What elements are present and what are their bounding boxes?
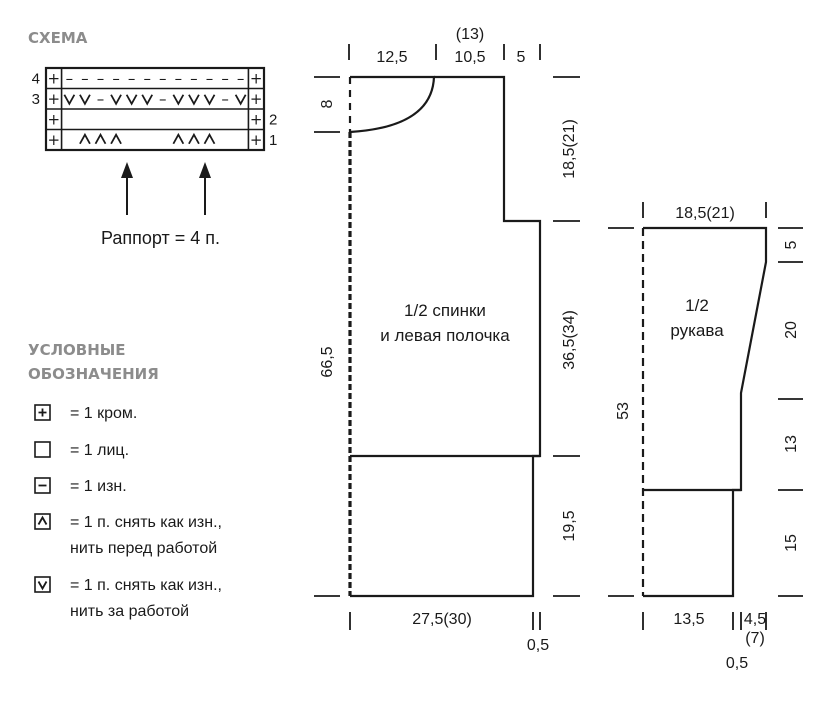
chart-cell-purl: – <box>128 69 136 87</box>
chart-cell-slip-back <box>172 94 185 106</box>
minus-box-icon <box>34 477 51 494</box>
legend-item-text: = 1 изн. <box>70 478 127 495</box>
chart-cell-purl: – <box>159 90 167 108</box>
chart-cell-slip-front <box>94 132 107 145</box>
chart-cell-purl: – <box>206 69 214 87</box>
dim-left-neck-depth: 8 <box>319 99 336 108</box>
chart-cell-slip-back <box>141 94 154 106</box>
dim-right-side: 36,5(34) <box>561 310 578 370</box>
dim-sleeve-bottom-right-paren: (7) <box>745 630 765 647</box>
chart-cell-edge: + <box>250 110 263 128</box>
chart-cell-purl: – <box>66 69 74 87</box>
sleeve-piece: 18,5(21) 53 5 20 13 15 13,5 4,5 (7) 0,5 … <box>608 202 803 672</box>
dim-right-rib: 19,5 <box>561 510 578 541</box>
chart-cell-slip-front <box>172 132 185 145</box>
chart-cell-purl: – <box>112 69 120 87</box>
dim-sleeve-bottom: 13,5 <box>673 611 704 628</box>
chart-cell-edge: + <box>250 131 263 149</box>
chart-row-number: 2 <box>269 111 277 128</box>
chart-cell-slip-back <box>110 94 122 106</box>
dim-top-armhole: 5 <box>517 49 526 66</box>
chart-cell-slip-front <box>110 132 122 145</box>
chart-cell-edge: + <box>47 131 60 149</box>
legend-item-text: = 1 лиц. <box>70 442 129 459</box>
chart-row-number: 1 <box>269 132 277 149</box>
dim-right-armhole: 18,5(21) <box>561 119 578 179</box>
dim-sleeve-right-straight: 13 <box>783 435 800 453</box>
chart-cell-purl: – <box>81 69 89 87</box>
chart-cell-purl: – <box>221 90 229 108</box>
chart-cell-purl: – <box>175 69 183 87</box>
chart-cell-purl: – <box>143 69 151 87</box>
chart-cell-slip-back <box>63 94 76 106</box>
chart-cell-edge: + <box>47 90 60 108</box>
body-label-line1: 1/2 спинки <box>404 301 486 320</box>
stitch-chart: +––––––––––––+4+–––+3++2++1 <box>32 66 277 152</box>
chart-cell-slip-back <box>234 94 247 106</box>
chart-heading: СХЕМА <box>28 29 88 47</box>
chart-cell-slip-back <box>125 94 138 106</box>
dim-sleeve-bottom-right: 4,5 <box>744 611 766 628</box>
arrow-head-icon <box>199 162 211 178</box>
caret-up-box-icon <box>34 513 51 530</box>
empty-box-icon <box>34 441 51 458</box>
chart-cell-slip-back <box>79 94 91 106</box>
legend-item-text: = 1 п. снять как изн., <box>70 514 222 531</box>
dim-left-total: 66,5 <box>319 346 336 377</box>
dim-bottom-small: 0,5 <box>527 637 549 654</box>
sleeve-label-line2: рукава <box>670 321 724 340</box>
sleeve-outline <box>643 226 768 598</box>
legend-title-line1: УСЛОВНЫЕ <box>28 341 126 359</box>
dim-sleeve-right-slope: 20 <box>783 321 800 339</box>
rapport-label: Раппорт = 4 п. <box>101 228 220 248</box>
chart-cell-slip-front <box>188 132 200 145</box>
check-box-icon <box>34 576 51 593</box>
chart-cell-edge: + <box>250 69 263 87</box>
dim-sleeve-bottom-small: 0,5 <box>726 655 748 672</box>
dim-sleeve-right-cuff: 15 <box>783 534 800 552</box>
dim-top-shoulder-paren: (13) <box>456 26 484 43</box>
neckline-curve <box>349 75 436 134</box>
sleeve-label-line1: 1/2 <box>685 296 709 315</box>
chart-cell-edge: + <box>47 110 60 128</box>
legend-item-text: = 1 п. снять как изн., <box>70 577 222 594</box>
chart-cell-purl: – <box>237 69 245 87</box>
rapport-arrows <box>121 162 211 215</box>
body-piece: 12,5 (13) 10,5 5 8 66,5 18,5(21) 36,5(34… <box>314 26 580 654</box>
legend-item-text-line2: нить перед работой <box>70 540 217 557</box>
arrow-head-icon <box>121 162 133 178</box>
dim-bottom-width: 27,5(30) <box>412 611 472 628</box>
chart-cell-slip-front <box>203 132 216 145</box>
body-label-line2: и левая полочка <box>380 326 510 345</box>
dim-sleeve-right-top: 5 <box>783 240 800 249</box>
dim-sleeve-left: 53 <box>615 402 632 420</box>
legend-item-text-line2: нить за работой <box>70 603 189 620</box>
chart-cell-purl: – <box>97 90 105 108</box>
chart-cell-purl: – <box>190 69 198 87</box>
body-outline <box>350 75 542 598</box>
plus-box-icon <box>34 404 51 421</box>
legend-title-line2: ОБОЗНАЧЕНИЯ <box>28 365 159 383</box>
legend-item-text: = 1 кром. <box>70 405 137 422</box>
chart-cell-edge: + <box>47 69 60 87</box>
chart-row-number: 3 <box>32 91 40 108</box>
dim-top-shoulder: 10,5 <box>454 49 485 66</box>
chart-cell-slip-back <box>203 94 216 106</box>
dim-sleeve-top: 18,5(21) <box>675 205 735 222</box>
chart-cell-slip-front <box>79 132 91 145</box>
chart-row-number: 4 <box>32 70 40 87</box>
chart-cell-purl: – <box>221 69 229 87</box>
legend-list: = 1 кром. = 1 лиц. = 1 изн. = 1 п. снять ка… <box>34 404 222 620</box>
chart-cell-edge: + <box>250 90 263 108</box>
chart-cell-purl: – <box>159 69 167 87</box>
chart-cell-purl: – <box>97 69 105 87</box>
chart-cell-slip-back <box>188 94 200 106</box>
dim-top-neck: 12,5 <box>376 49 407 66</box>
